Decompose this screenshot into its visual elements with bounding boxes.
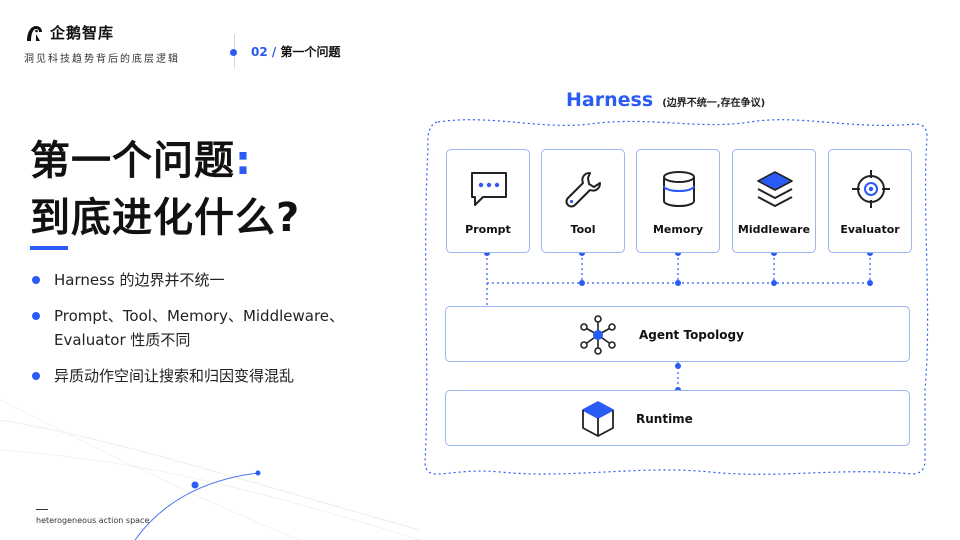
brand-name: 企鹅智库 [50, 24, 115, 42]
deco-dot [255, 470, 261, 476]
section-title: 第一个问题 [280, 45, 341, 59]
module-label: Middleware [737, 223, 811, 236]
bullet-item: Prompt、Tool、Memory、Middleware、 Evaluator… [30, 304, 344, 352]
bullet-dot-icon [32, 372, 40, 380]
module-memory[interactable]: Memory [636, 149, 720, 253]
decorative-lines [0, 399, 420, 540]
diagram-title: Harness (边界不统一,存在争议) [566, 89, 765, 111]
bullet-item: Harness 的边界并不统一 [30, 268, 344, 292]
footer-caption: heterogeneous action space [36, 516, 150, 525]
agent-topology-bar[interactable]: Agent Topology [445, 306, 910, 362]
module-label: Prompt [465, 223, 511, 236]
module-evaluator[interactable]: Evaluator [828, 149, 912, 253]
bullet-text: Prompt、Tool、Memory、Middleware、 [54, 307, 345, 325]
diagram-title-main: Harness [566, 89, 654, 111]
section-separator: / [271, 45, 277, 59]
title-text-1: 第一个问题 [30, 138, 235, 184]
title-underline [30, 246, 68, 250]
deco-dot [191, 481, 199, 489]
wrench-icon [565, 172, 601, 208]
page-title-line-2: 到底进化什么? [30, 195, 301, 241]
bullet-dot-icon [32, 276, 40, 284]
module-middleware[interactable]: Middleware [732, 149, 816, 253]
layers-icon [757, 171, 793, 207]
brand: 企鹅智库 [24, 22, 114, 43]
module-label: Tool [570, 223, 596, 236]
bullet-list: Harness 的边界并不统一 Prompt、Tool、Memory、Middl… [30, 268, 344, 400]
runtime-bar[interactable]: Runtime [445, 390, 910, 446]
bullet-text-continued: Evaluator 性质不同 [54, 331, 191, 349]
module-label: Memory [652, 223, 704, 236]
chat-bubble-icon [471, 172, 507, 206]
section-tag: 02 / 第一个问题 [251, 43, 340, 60]
module-label: Evaluator [840, 223, 900, 236]
page-title-line-1: 第一个问题: [30, 128, 252, 186]
module-tool[interactable]: Tool [541, 149, 625, 253]
penguin-logo-icon [27, 25, 42, 41]
module-prompt[interactable]: Prompt [446, 149, 530, 253]
diagram-subtitle: (边界不统一,存在争议) [662, 98, 766, 109]
runtime-label: Runtime [636, 412, 693, 426]
bullet-text: Harness 的边界并不统一 [54, 271, 225, 289]
bullet-dot-icon [32, 312, 40, 320]
footer-dash [36, 509, 48, 510]
bullet-text: 异质动作空间让搜索和归因变得混乱 [54, 367, 295, 385]
database-icon [663, 171, 695, 208]
cube-icon [582, 401, 614, 437]
title-colon: : [235, 138, 252, 184]
header-dot [230, 49, 237, 56]
target-icon [852, 170, 890, 208]
agent-topology-label: Agent Topology [639, 328, 744, 342]
section-number: 02 [251, 45, 268, 59]
harness-boundary [424, 119, 929, 475]
bullet-item: 异质动作空间让搜索和归因变得混乱 [30, 364, 344, 388]
network-icon [580, 315, 616, 355]
brand-slogan: 洞见科技趋势背后的底层逻辑 [24, 54, 180, 65]
